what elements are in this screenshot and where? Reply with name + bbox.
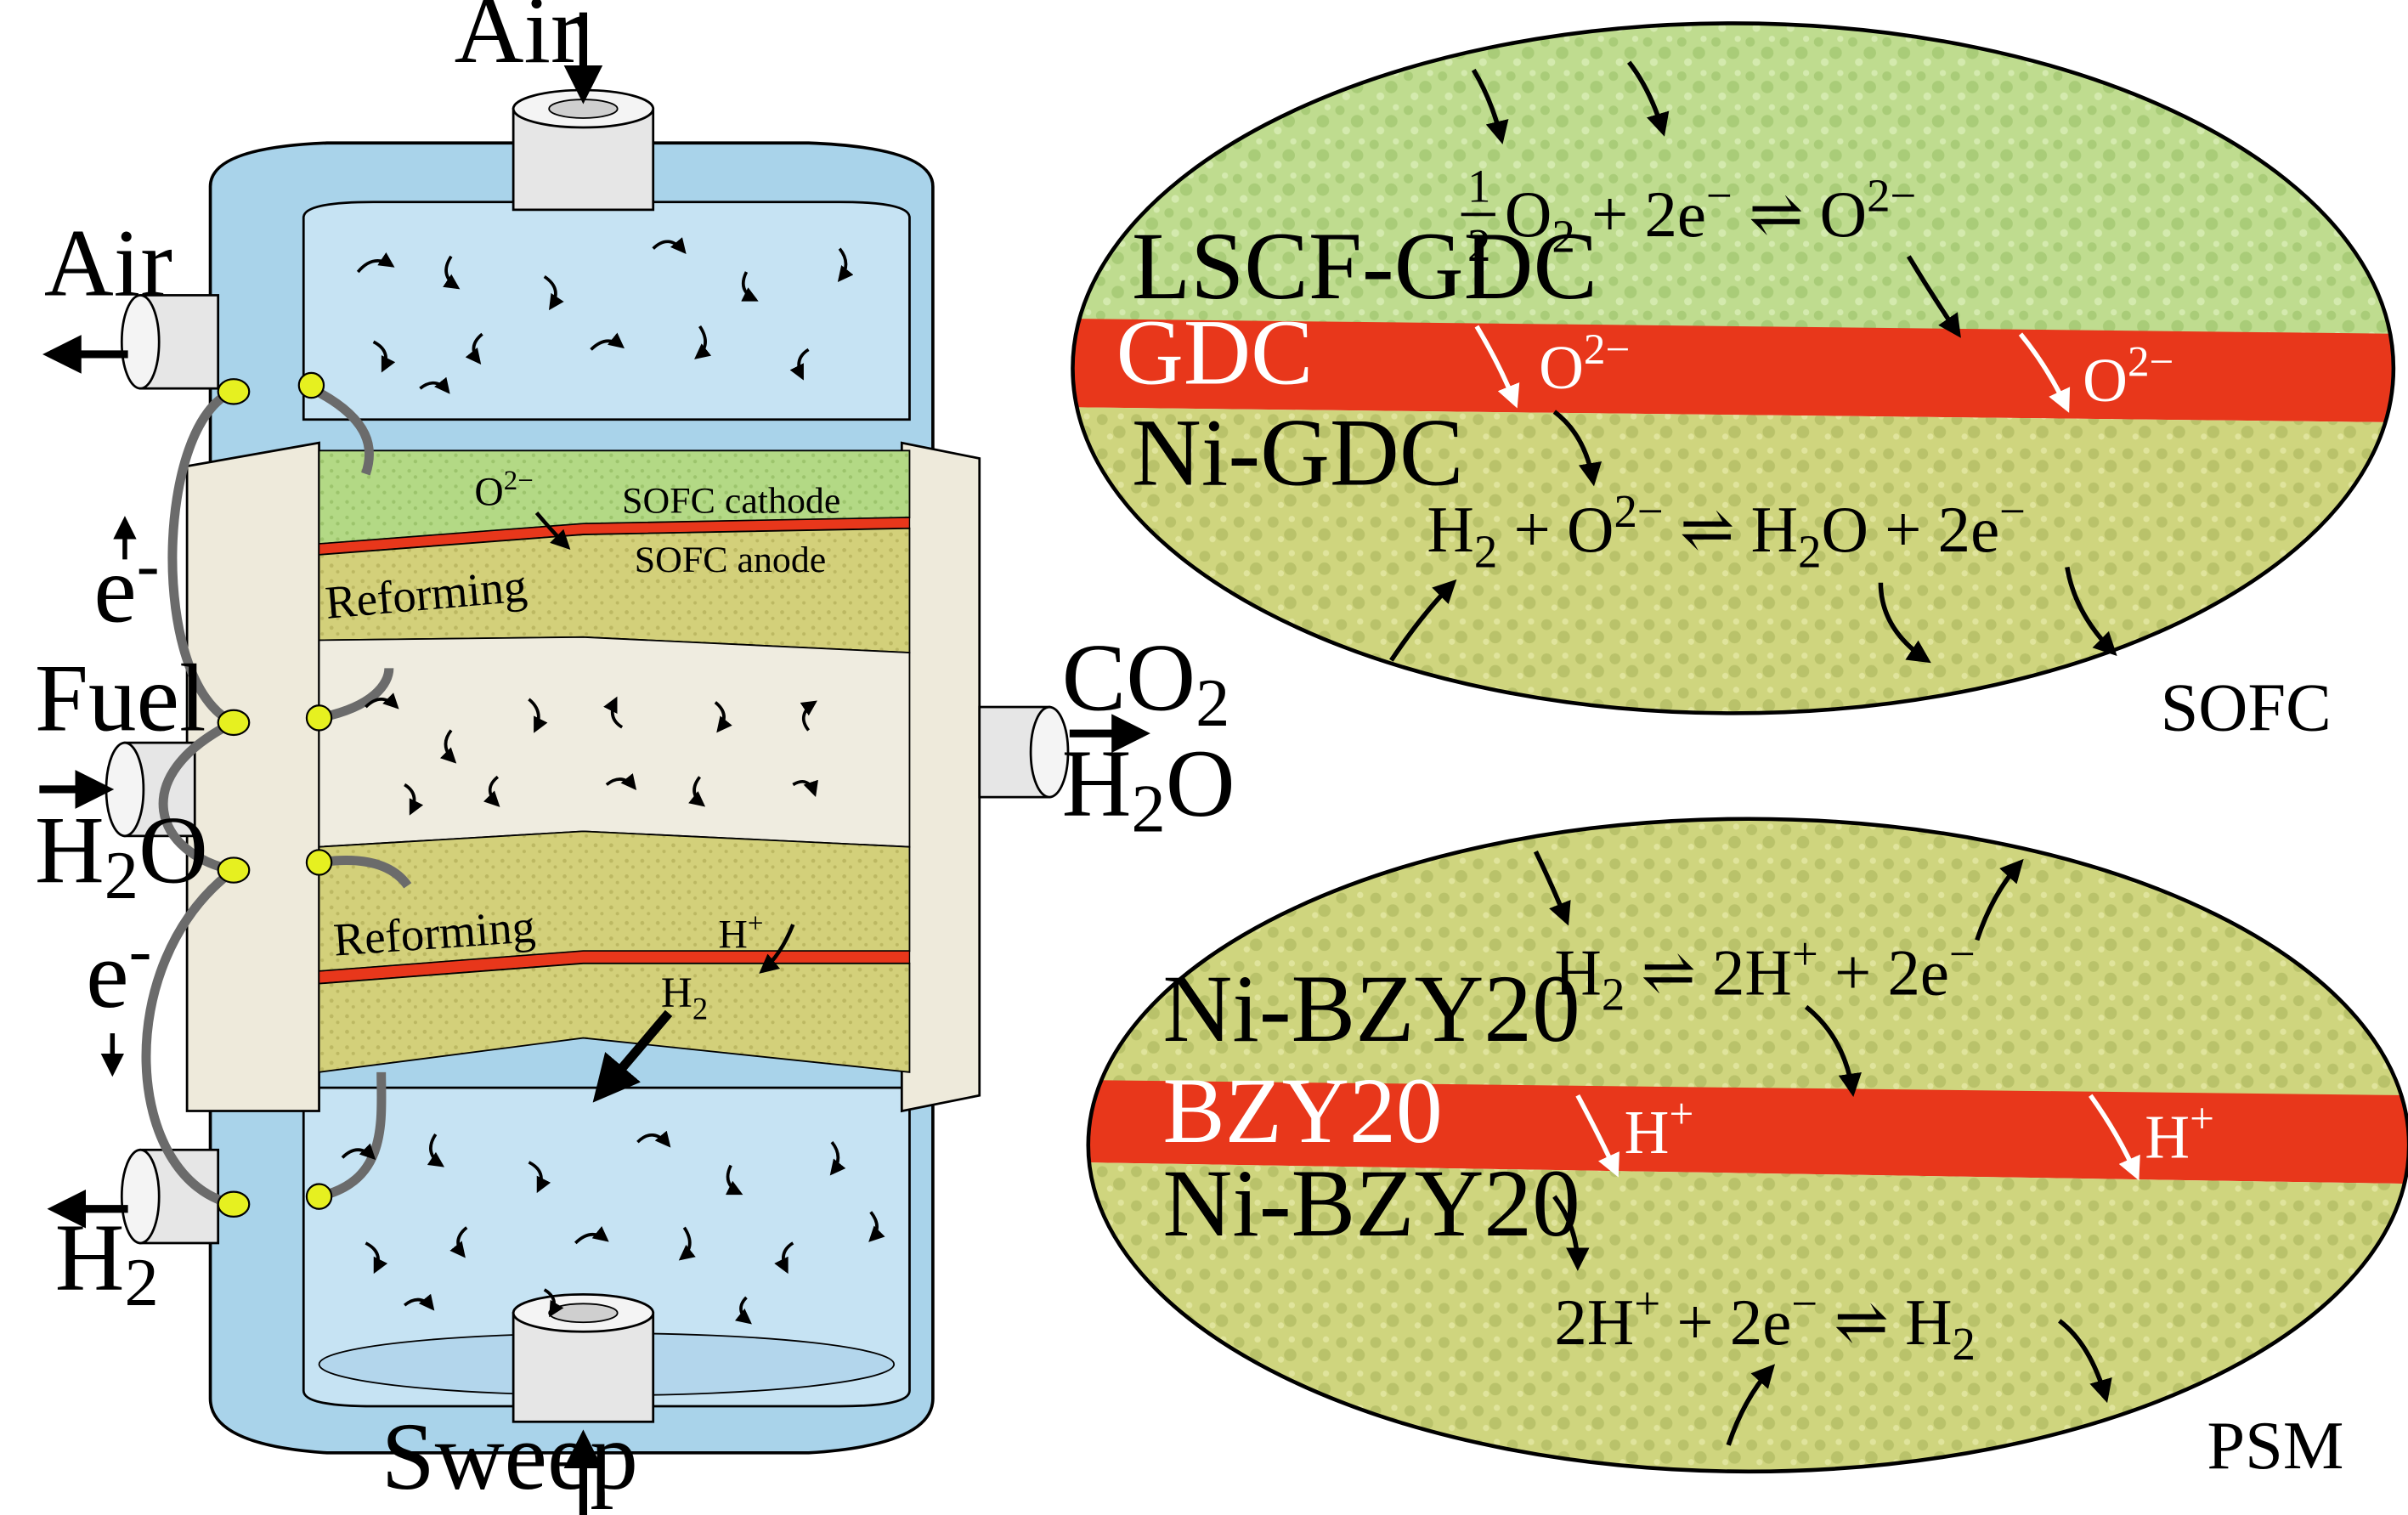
electron-top-label: e-: [93, 527, 159, 642]
wire-middle: [158, 667, 394, 875]
top-chamber: [302, 201, 911, 421]
right-flange: [900, 441, 981, 1113]
h2-flow-arrow: [592, 1009, 673, 1103]
sofc-equation-1: 1 2 O2 + 2e− ⇌ O2−: [1461, 161, 1917, 271]
sofc-ellipse-outline: [1071, 21, 2396, 715]
electron-bottom-label: e-: [86, 913, 151, 1028]
air-inlet-tube: [512, 88, 655, 212]
exhaust-h2o-label: H2O: [1062, 730, 1235, 846]
psm-top-material: Ni-BZY20: [1163, 955, 1580, 1062]
svg-text:O2 + 2e− ⇌ O2−: O2 + 2e− ⇌ O2−: [1505, 170, 1917, 263]
h-plus-label: H+: [719, 908, 764, 957]
sofc-anode-label: SOFC anode: [635, 540, 826, 580]
fuel-h2o-label: H2O: [35, 797, 208, 913]
svg-text:2: 2: [1467, 219, 1490, 271]
co2-label: CO2: [1062, 625, 1230, 741]
psm-equation-2: 2H+ + 2e− ⇌ H2: [1554, 1278, 1976, 1371]
sweep-inlet-tube: [512, 1292, 655, 1423]
sofc-anode-material: Ni-GDC: [1132, 399, 1464, 506]
sofc-ion-arrows: [1474, 325, 2071, 413]
psm-equation-1: H2 ⇌ 2H+ + 2e−: [1554, 928, 1976, 1020]
bottom-chamber: [302, 1086, 911, 1408]
sofc-arrows: [1389, 60, 2117, 664]
sofc-electrolyte: [1072, 318, 2394, 423]
svg-text:2H+ + 2e− ⇌ H2: 2H+ + 2e− ⇌ H2: [1554, 1278, 1976, 1371]
psm-ion-arrows: [1575, 1094, 2140, 1181]
flow-arrows: [341, 237, 885, 1325]
air-outlet-tube: [120, 294, 220, 390]
sofc-cathode-material: LSCF-GDC: [1132, 212, 1597, 319]
psm-panel: Ni-BZY20 BZY20 Ni-BZY20 H+ H+ H2 ⇌ 2H+ +…: [1086, 817, 2408, 1484]
sofc-title: SOFC: [2161, 670, 2332, 745]
fuel-label: Fuel: [35, 644, 206, 751]
o2-ion-arrow: [534, 512, 571, 550]
svg-text:H2 + O2− ⇌ H2O + 2e−: H2 + O2− ⇌ H2O + 2e−: [1427, 485, 2026, 578]
psm-ion-left: H+: [1625, 1090, 1694, 1167]
sweep-label: Sweep: [382, 1403, 638, 1510]
wire-bottom: [141, 856, 412, 1209]
psm-title: PSM: [2207, 1408, 2343, 1484]
left-flange: [185, 441, 320, 1112]
sofc-ion-left: O2−: [1539, 325, 1630, 402]
h2-out-label: H2: [55, 1204, 159, 1320]
psm-electrolyte-material: BZY20: [1163, 1059, 1443, 1162]
o2-ion-label: O2−: [474, 466, 533, 514]
psm-bottom-material: Ni-BZY20: [1163, 1150, 1580, 1257]
air-out-label: Air: [44, 209, 172, 316]
svg-text:1: 1: [1467, 161, 1490, 212]
psm-arrows: [1533, 850, 2112, 1446]
psm-ion-right: H+: [2145, 1094, 2214, 1171]
h2-in-cell-label: H2: [661, 969, 708, 1026]
fuel-chamber: [318, 636, 911, 848]
air-in-label: Air: [455, 0, 583, 83]
wire-top: [167, 384, 374, 727]
reactor: Air Air Fuel H2O CO2 H2O H2 Sweep e- e- …: [35, 0, 1235, 1515]
sofc-ion-right: O2−: [2083, 338, 2173, 415]
terminal-connectors: [217, 371, 333, 1218]
psm-ellipse-outline: [1086, 817, 2408, 1473]
bottom-support-layer: [318, 962, 911, 1073]
psm-bottom-region: [1088, 1162, 2408, 1472]
h-plus-arrow: [759, 924, 795, 974]
exhaust-tube: [978, 705, 1070, 799]
sofc-electrolyte-material: GDC: [1116, 301, 1314, 404]
psm-electrolyte: [1088, 1079, 2408, 1184]
svg-text:H2 ⇌ 2H+ + 2e−: H2 ⇌ 2H+ + 2e−: [1554, 928, 1976, 1020]
sofc-equation-2: H2 + O2− ⇌ H2O + 2e−: [1427, 485, 2026, 578]
sofc-panel: LSCF-GDC GDC Ni-GDC O2− O2− 1 2 O2 + 2e−…: [1071, 21, 2396, 745]
sofc-cathode-label: SOFC cathode: [622, 480, 840, 521]
